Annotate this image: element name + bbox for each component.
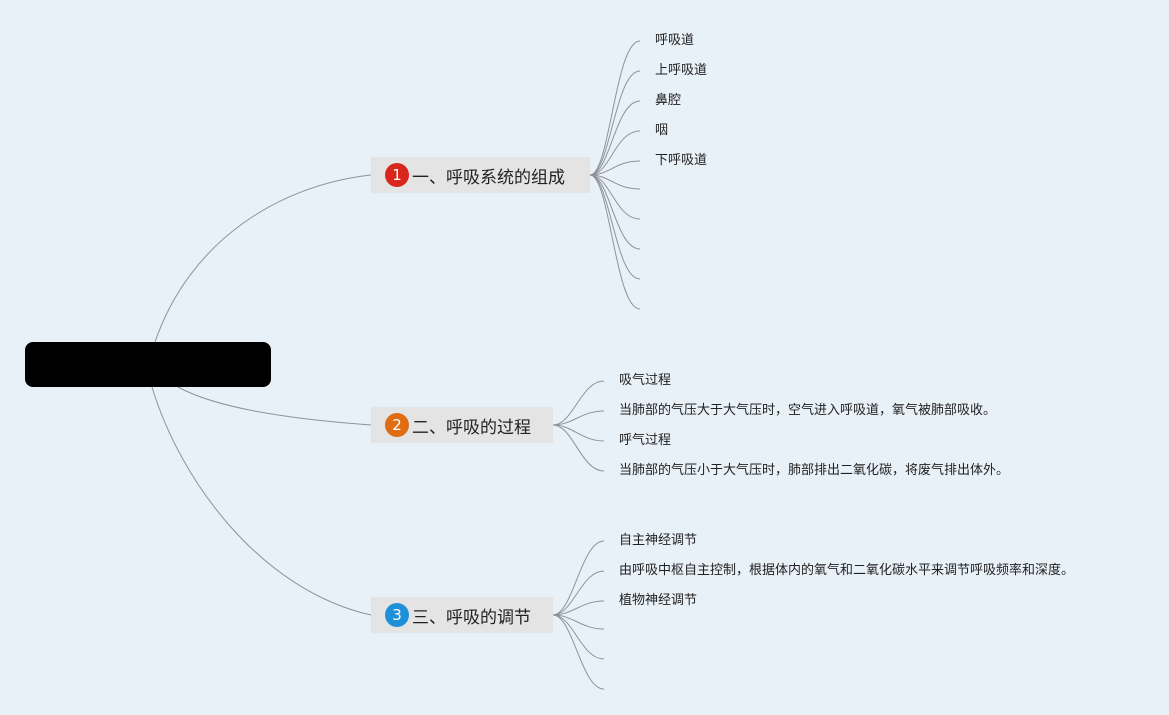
connector-root-to-branch-2 [177, 386, 372, 426]
priority-badge-2: 2 [385, 413, 409, 437]
connector-branch-3-to-leaf [552, 570, 605, 616]
connector-root-to-branch-1 [154, 174, 372, 343]
leaf-topic[interactable]: 呼吸道 [655, 33, 695, 48]
connector-branch-1-to-leaf [589, 130, 641, 176]
branch-topic-process[interactable]: 2 二、呼吸的过程 [371, 407, 553, 443]
leaf-topic[interactable]: 植物神经调节 [619, 593, 698, 608]
leaf-topic[interactable]: 下呼吸道 [655, 153, 708, 168]
connector-branch-3-to-leaf [552, 614, 605, 660]
connector-branch-1-to-leaf [589, 100, 641, 176]
connector-branch-1-to-leaf [589, 160, 641, 176]
connector-branch-2-to-leaf [552, 380, 605, 426]
connector-branch-1-to-leaf [589, 174, 641, 280]
leaf-topic[interactable]: 鼻腔 [655, 93, 682, 108]
leaf-topic[interactable]: 呼气过程 [619, 433, 672, 448]
connector-branch-3-to-leaf [552, 614, 605, 690]
connector-branch-3-to-leaf [552, 600, 605, 616]
leaf-topic[interactable]: 当肺部的气压大于大气压时，空气进入呼吸道，氧气被肺部吸收。 [619, 403, 997, 418]
connector-branch-2-to-leaf [552, 410, 605, 426]
connector-branch-1-to-leaf [589, 174, 641, 310]
leaf-topic[interactable]: 当肺部的气压小于大气压时，肺部排出二氧化碳，将废气排出体外。 [619, 463, 1010, 478]
branch-topic-regulation[interactable]: 3 三、呼吸的调节 [371, 597, 553, 633]
leaf-topic[interactable]: 吸气过程 [619, 373, 672, 388]
connector-branch-3-to-leaf [552, 540, 605, 616]
branch-label: 三、呼吸的调节 [412, 607, 531, 628]
connector-branch-1-to-leaf [589, 40, 641, 176]
connector-branch-1-to-leaf [589, 174, 641, 220]
leaf-topic[interactable]: 上呼吸道 [655, 63, 708, 78]
priority-badge-1: 1 [385, 163, 409, 187]
branch-topic-composition[interactable]: 1 一、呼吸系统的组成 [371, 157, 590, 193]
connector-branch-1-to-leaf [589, 174, 641, 250]
branch-label: 二、呼吸的过程 [412, 417, 531, 438]
priority-badge-3: 3 [385, 603, 409, 627]
connector-branch-1-to-leaf [589, 70, 641, 176]
leaf-topic[interactable]: 自主神经调节 [619, 533, 698, 548]
leaf-topic[interactable]: 咽 [655, 123, 669, 138]
connector-branch-2-to-leaf [552, 424, 605, 472]
branch-label: 一、呼吸系统的组成 [412, 167, 565, 188]
root-topic-redacted[interactable] [25, 342, 271, 387]
connector-root-to-branch-3 [151, 386, 372, 616]
leaf-topic[interactable]: 由呼吸中枢自主控制，根据体内的氧气和二氧化碳水平来调节呼吸频率和深度。 [619, 563, 1075, 578]
